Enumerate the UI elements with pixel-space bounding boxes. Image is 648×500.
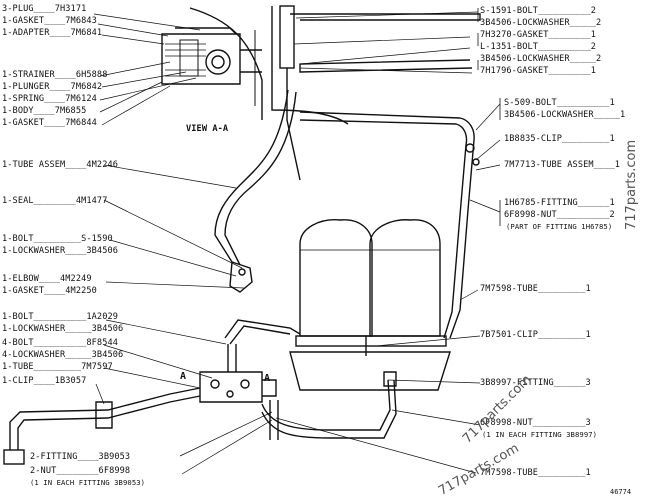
label-gasket-7m6843: 1-GASKET____7M6843 [2, 16, 97, 26]
label-lockwasher-r3: 3B4506-LOCKWASHER_____1 [504, 110, 626, 120]
label-plug: 3-PLUG____7H3171 [2, 4, 87, 14]
label-part-of-fitting: (PART OF FITTING 1H6785) [506, 222, 613, 231]
top-tube [290, 13, 481, 21]
base-tray [289, 351, 451, 391]
tube-7m7597 [224, 319, 301, 339]
tube-lower-left [9, 387, 201, 450]
label-gasket-4m2250: 1-GASKET____4M2250 [2, 286, 97, 296]
label-adapter: 1-ADAPTER____7M6841 [2, 28, 103, 38]
label-bolt-1a2029: 1-BOLT__________1A2029 [2, 312, 119, 322]
label-in-each-fitting: (1 IN EACH FITTING 3B8997) [482, 430, 598, 439]
label-bolt-8f8544: 4-BOLT__________8F8544 [2, 338, 119, 348]
label-tube-assem: 1-TUBE ASSEM____4M2246 [2, 160, 119, 170]
label-bolt-l1351: L-1351-BOLT__________2 [480, 42, 597, 52]
engine-outline-right [271, 6, 349, 125]
label-lockwasher-r2: 3B4506-LOCKWASHER_____2 [480, 54, 602, 64]
elbow-4m2249 [229, 261, 253, 293]
label-fitting-1h6785: 1H6785-FITTING______1 [504, 198, 615, 208]
label-tube-7m7597: 1-TUBE_________7M7597 [2, 362, 113, 372]
label-nut-6f8998-b: 6F8998-NUT__________3 [480, 418, 591, 428]
tube-7m7598-lower [261, 379, 391, 431]
label-lockwasher-r1: 3B4506-LOCKWASHER_____2 [480, 18, 602, 28]
tube-7m7598-upper [449, 209, 469, 339]
label-fitting-3b8997: 3B8997-FITTING______3 [480, 378, 591, 388]
label-clip-1b3057: 1-CLIP____1B3057 [2, 376, 87, 386]
label-gasket-7h3270: 7H3270-GASKET________1 [480, 30, 597, 40]
label-fitting-3b9053: 2-FITTING____3B9053 [30, 452, 131, 462]
label-tube-7m7713: 7M7713-TUBE ASSEM____1 [504, 160, 621, 170]
label-bolt-s1590: 1-BOLT_________S-1590 [2, 234, 113, 244]
label-lockwasher-4: 4-LOCKWASHER_____3B4506 [2, 350, 124, 360]
label-nut-6f8998-c: 2-NUT________6F8998 [30, 466, 131, 476]
watermark-right: 717parts.com [624, 139, 639, 230]
label-elbow: 1-ELBOW____4M2249 [2, 274, 92, 284]
label-gasket-7m6844: 1-GASKET____7M6844 [2, 118, 97, 128]
label-lockwasher-2: 1-LOCKWASHER_____3B4506 [2, 324, 124, 334]
section-mark-a-left: A [180, 371, 187, 382]
label-strainer: 1-STRAINER____6H5888 [2, 70, 108, 80]
tube-7m7713 [299, 111, 475, 211]
valve-body [199, 371, 277, 403]
view-label: VIEW A-A [186, 124, 229, 134]
label-clip-7b7501: 7B7501-CLIP_________1 [480, 330, 591, 340]
label-body: 1-BODY____7M6855 [2, 106, 87, 116]
filter-canisters [295, 219, 447, 347]
label-tube-7m7598-a: 7M7598-TUBE_________1 [480, 284, 591, 294]
label-plunger: 1-PLUNGER____7M6842 [2, 82, 103, 92]
label-bolt-s1591: S-1591-BOLT__________2 [480, 6, 597, 16]
label-lockwasher-1: 1-LOCKWASHER____3B4506 [2, 246, 119, 256]
figure-number: 46774 [610, 488, 632, 496]
label-seal: 1-SEAL________4M1477 [2, 196, 108, 206]
clip-1b3057 [95, 401, 113, 429]
label-bolt-s509: S-509-BOLT__________1 [504, 98, 615, 108]
tube-assem-4m2246 [214, 89, 289, 263]
label-tube-7m7598-b: 7M7598-TUBE_________1 [480, 468, 591, 478]
label-spring: 1-SPRING____7M6124 [2, 94, 97, 104]
valve-block [279, 5, 295, 69]
strainer-assembly [161, 27, 262, 85]
section-mark-a-right: A [264, 373, 271, 384]
engine-outline [189, 7, 263, 120]
label-gasket-7h1796: 7H1796-GASKET________1 [480, 66, 597, 76]
label-clip-1b8835: 1B8835-CLIP_________1 [504, 134, 615, 144]
label-nut-6f8998-a: 6F8998-NUT__________2 [504, 210, 615, 220]
label-in-each-3b9053: (1 IN EACH FITTING 3B9053) [30, 478, 146, 487]
